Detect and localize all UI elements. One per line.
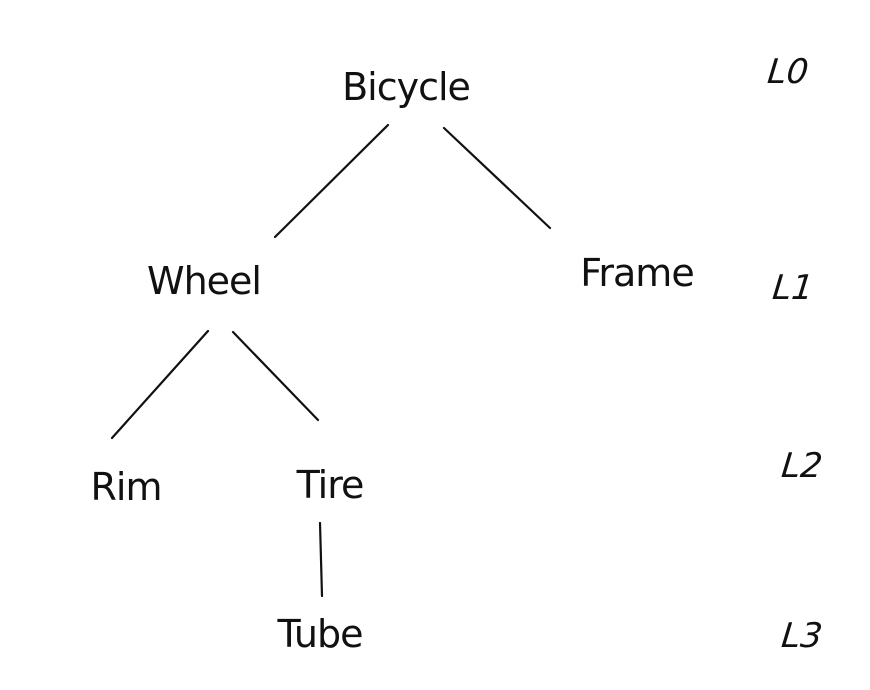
- node-wheel: Wheel: [147, 259, 262, 303]
- level-label-l1: L1: [770, 268, 816, 308]
- node-tire: Tire: [296, 463, 365, 507]
- level-label-l0: L0: [765, 52, 811, 92]
- edge-bicycle-wheel: [273, 123, 390, 239]
- node-bicycle: Bicycle: [342, 65, 471, 109]
- edge-wheel-tire: [231, 330, 320, 422]
- edge-tire-tube: [318, 521, 324, 598]
- edge-bicycle-frame: [442, 126, 552, 230]
- level-label-l3: L3: [779, 616, 825, 656]
- node-tube: Tube: [277, 612, 363, 656]
- level-label-l2: L2: [779, 446, 825, 486]
- node-frame: Frame: [580, 251, 694, 295]
- edge-wheel-rim: [110, 329, 210, 440]
- node-rim: Rim: [90, 465, 163, 509]
